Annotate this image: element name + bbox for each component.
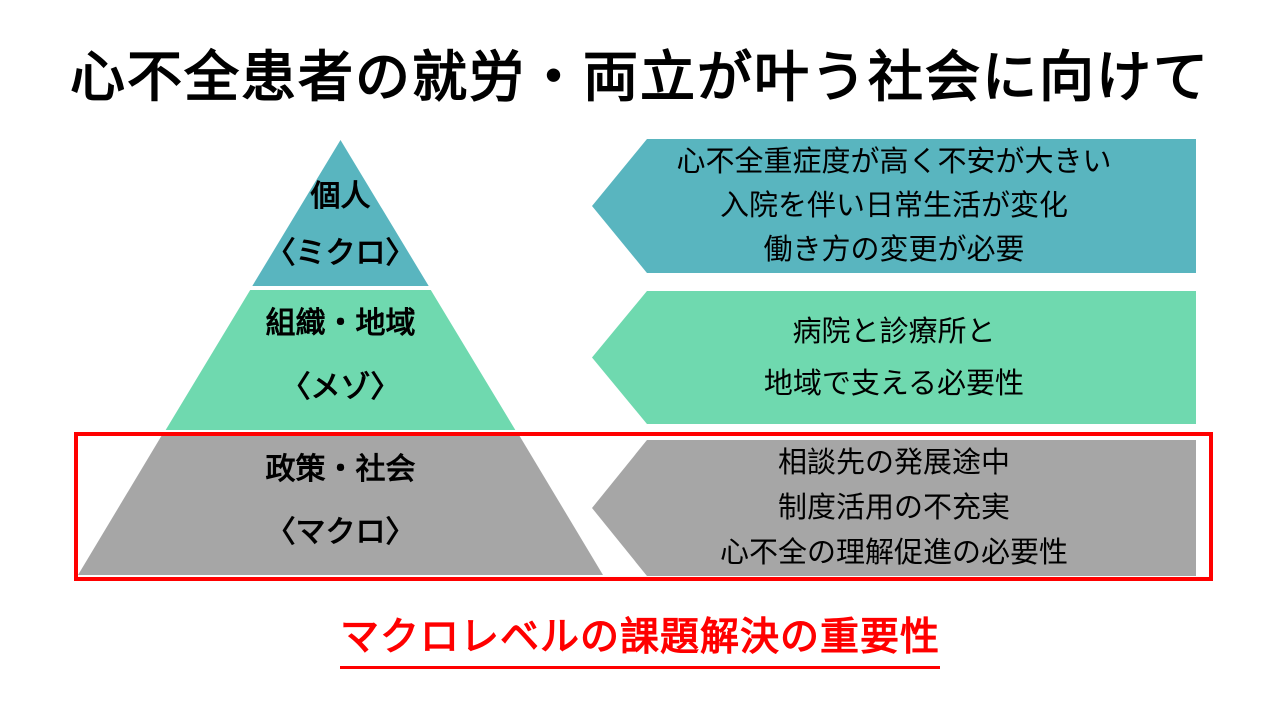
- pyramid-label-macro-scope: 〈マクロ〉: [265, 516, 416, 549]
- callout-arrow-micro-line: 心不全重症度が高く不安が大きい: [676, 146, 1112, 178]
- callout-arrow-micro-line: 働き方の変更が必要: [763, 234, 1025, 266]
- pyramid-label-micro-scope: 〈ミクロ〉: [265, 237, 416, 270]
- callout-arrow-macro-line: 相談先の発展途中: [777, 446, 1010, 479]
- callout-arrow-meso-line: 地域で支える必要性: [763, 367, 1025, 400]
- footer-emphasis-text: マクロレベルの課題解決の重要性: [339, 606, 940, 669]
- callout-arrow-micro-line: 入院を伴い日常生活が変化: [719, 190, 1068, 222]
- pyramid-label-micro-name: 個人: [310, 180, 371, 213]
- callout-arrow-macro-line: 心不全の理解促進の必要性: [719, 536, 1068, 569]
- pyramid-diagram: 個人 〈ミクロ〉 組織・地域 〈メゾ〉 政策・社会 〈マクロ〉: [78, 140, 603, 575]
- page-title: 心不全患者の就労・両立が叶う社会に向けて: [69, 46, 1210, 108]
- callout-arrow-micro: 心不全重症度が高く不安が大きい 入院を伴い日常生活が変化 働き方の変更が必要: [592, 139, 1196, 273]
- pyramid-label-meso-scope: 〈メゾ〉: [280, 371, 401, 404]
- pyramid-level-macro-shape: [78, 435, 603, 575]
- callout-arrow-meso: 病院と診療所と 地域で支える必要性: [592, 291, 1196, 424]
- footer: マクロレベルの課題解決の重要性: [0, 606, 1280, 669]
- callout-arrow-macro: 相談先の発展途中 制度活用の不充実 心不全の理解促進の必要性: [592, 440, 1196, 576]
- callout-arrow-macro-line: 制度活用の不充実: [777, 491, 1010, 524]
- callout-arrow-meso-line: 病院と診療所と: [792, 315, 996, 348]
- pyramid-label-meso-name: 組織・地域: [265, 307, 416, 340]
- pyramid-label-macro-name: 政策・社会: [265, 453, 416, 486]
